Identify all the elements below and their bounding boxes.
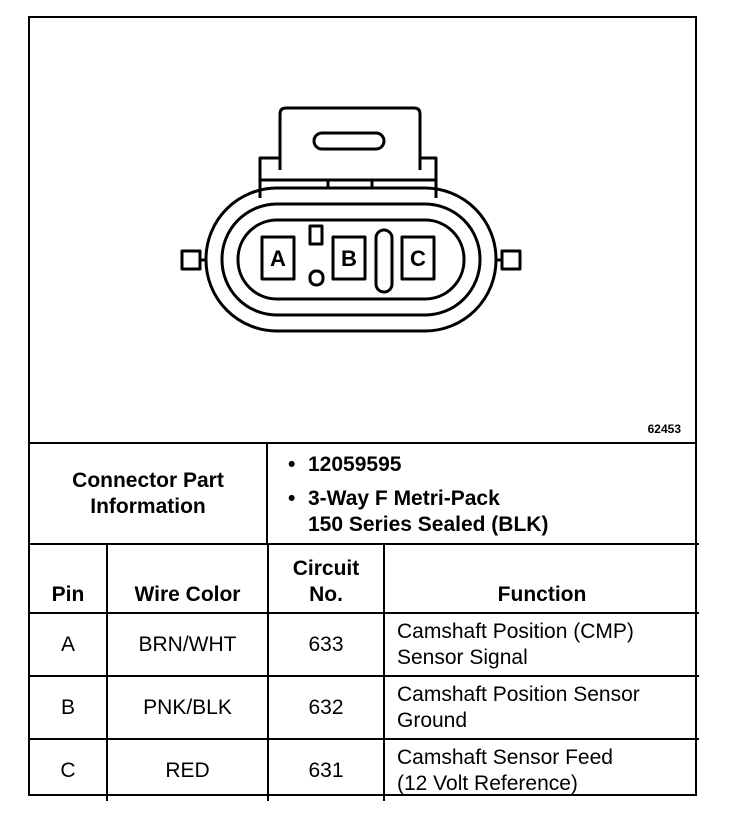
header-wire-color: Wire Color [106, 543, 269, 614]
locking-tab [278, 106, 422, 170]
table-row: B PNK/BLK 632 Camshaft Position Sensor G… [30, 675, 699, 740]
bullet-icon: • [288, 453, 296, 476]
header-circuit: Circuit No. [267, 543, 385, 614]
part-number-line: • 12059595 [288, 452, 697, 478]
cell-pin: A [30, 612, 108, 677]
description-line2: 150 Series Sealed (BLK) [308, 513, 549, 536]
pin-label-a: A [270, 246, 286, 271]
cell-circuit: 632 [267, 675, 385, 740]
cell-pin: B [30, 675, 108, 740]
function-line1: Camshaft Position (CMP) [397, 619, 634, 643]
separator-bar [374, 228, 394, 294]
pin-cavity-b [331, 235, 367, 281]
connector-inner-body [220, 202, 482, 317]
description-line1: 3-Way F Metri-Pack [308, 487, 500, 510]
header-circuit-line2: No. [309, 583, 343, 606]
connector-face [236, 218, 466, 301]
pin-table: Pin Wire Color Circuit No. Function A BR… [30, 543, 699, 801]
cell-pin: C [30, 738, 108, 801]
header-pin: Pin [30, 543, 108, 614]
connector-drawing: A B C [180, 106, 522, 333]
info-label-line1: Connector Part [72, 468, 224, 492]
figure-code: 62453 [647, 422, 681, 436]
header-circuit-line1: Circuit [292, 557, 360, 580]
cell-function: Camshaft Position (CMP) Sensor Signal [383, 612, 699, 677]
connector-info-label: Connector Part Information [30, 444, 268, 543]
cell-function: Camshaft Sensor Feed (12 Volt Reference) [383, 738, 699, 801]
cell-circuit: 631 [267, 738, 385, 801]
cell-wire-color: BRN/WHT [106, 612, 269, 677]
tab-slot [312, 131, 386, 151]
left-latch [180, 249, 202, 271]
bullet-icon: • [288, 487, 296, 510]
function-line2: Sensor Signal [397, 645, 528, 669]
table-row: A BRN/WHT 633 Camshaft Position (CMP) Se… [30, 612, 699, 677]
connector-shoulder [258, 156, 438, 198]
function-line1: Camshaft Sensor Feed [397, 745, 613, 769]
cell-wire-color: PNK/BLK [106, 675, 269, 740]
connector-figure: A B C 62453 [30, 18, 695, 442]
table-row: C RED 631 Camshaft Sensor Feed (12 Volt … [30, 738, 699, 801]
connector-sheet: A B C 62453 Connector Part Information •… [28, 16, 699, 801]
function-line2: Ground [397, 708, 468, 732]
round-key [308, 269, 325, 287]
header-function: Function [383, 543, 699, 614]
connector-info-values: • 12059595 • 3-Way F Metri-Pack 150 Seri… [268, 444, 697, 543]
pin-cavity-c [400, 235, 436, 281]
description-line: • 3-Way F Metri-Pack [288, 486, 697, 512]
pin-label-b: B [341, 246, 357, 271]
pin-label-c: C [410, 246, 426, 271]
function-line1: Camshaft Position Sensor [397, 682, 640, 706]
right-latch [500, 249, 522, 271]
pin-cavity-a [260, 235, 296, 281]
table-header-row: Pin Wire Color Circuit No. Function [30, 543, 699, 614]
cell-wire-color: RED [106, 738, 269, 801]
part-number: 12059595 [308, 453, 402, 476]
connector-info-row: Connector Part Information • 12059595 • … [30, 442, 695, 543]
cell-function: Camshaft Position Sensor Ground [383, 675, 699, 740]
cell-circuit: 633 [267, 612, 385, 677]
info-label-line2: Information [90, 494, 206, 518]
polarity-key [308, 224, 324, 246]
function-line2: (12 Volt Reference) [397, 771, 578, 795]
